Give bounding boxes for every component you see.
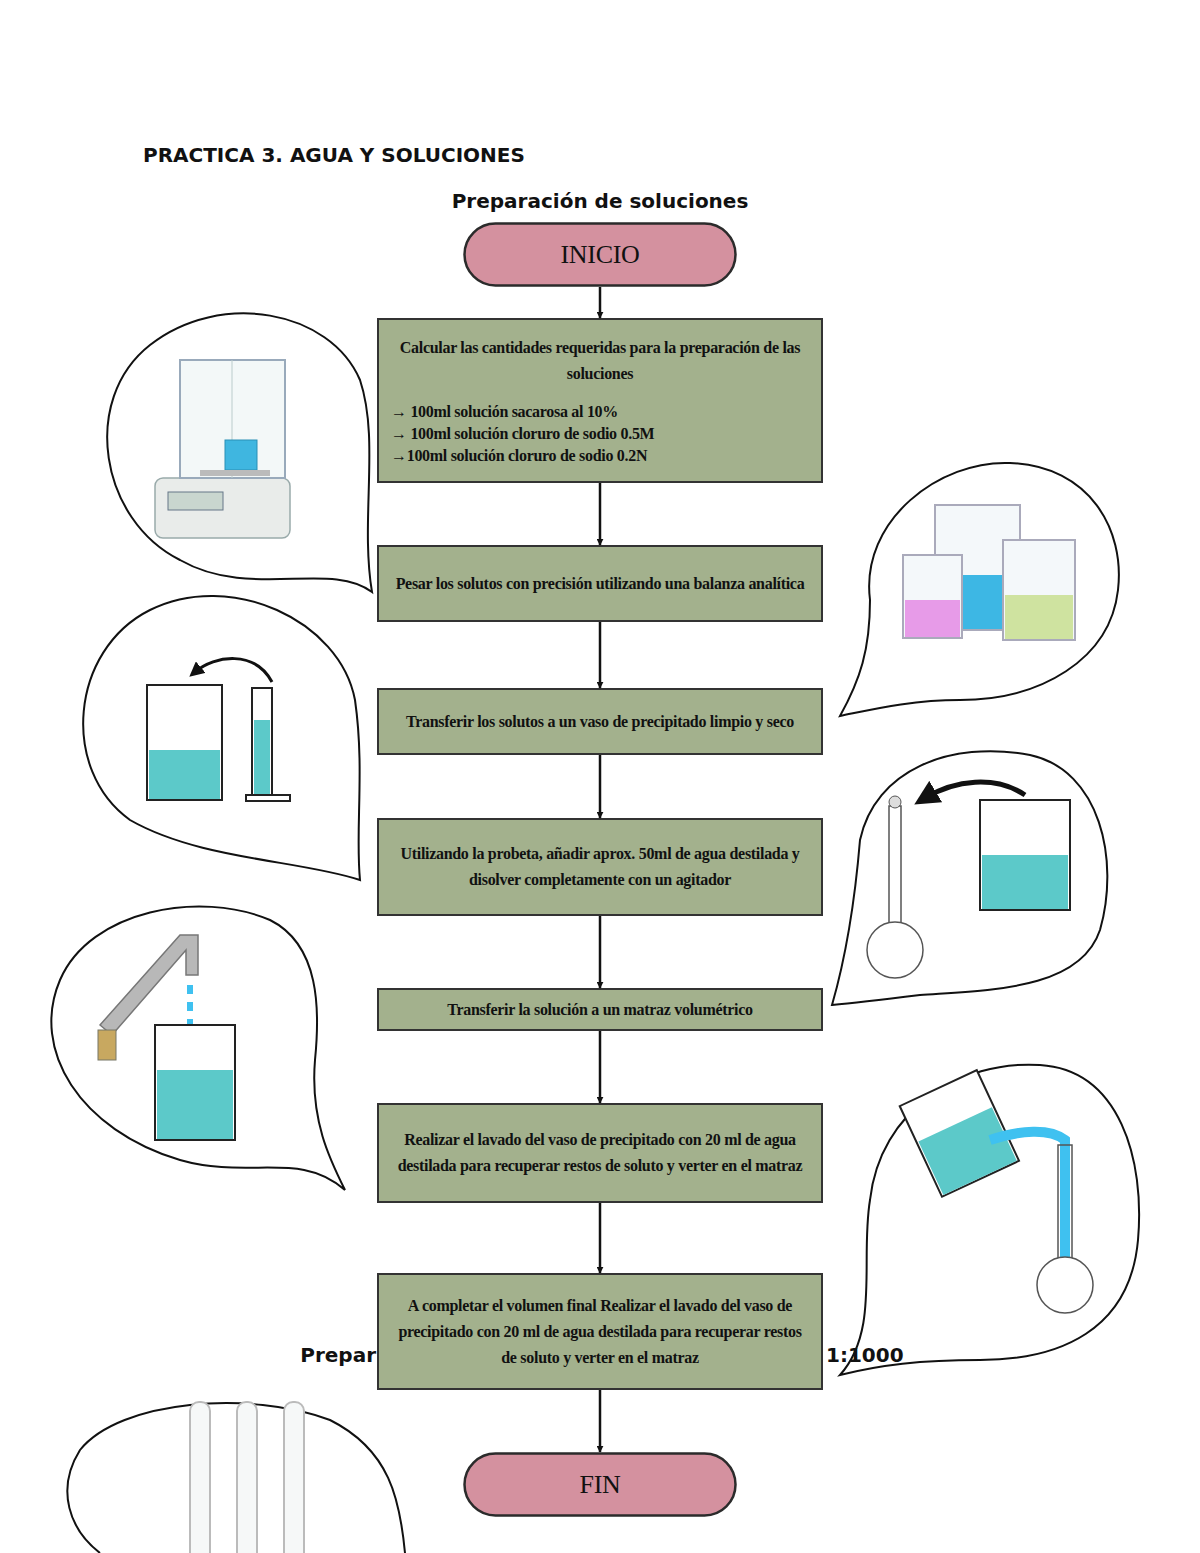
flow-arrow (599, 483, 602, 545)
callout-pouring (840, 1065, 1139, 1375)
step-text: FIN (473, 1470, 727, 1500)
callout-beakers (840, 463, 1119, 716)
callout-faucet-part (155, 1025, 235, 1140)
callout-faucet (51, 907, 345, 1191)
callout-cylinder (83, 596, 360, 880)
callout-beakers-part (840, 463, 1119, 716)
callout-beakers-part (903, 555, 962, 638)
step-text: INICIO (473, 240, 727, 270)
callout-flask-part (925, 782, 1025, 798)
callout-beakers-part (1005, 595, 1073, 639)
flow-arrow (599, 622, 602, 688)
process-box: Pesar los solutos con precisión utilizan… (377, 545, 823, 622)
step-text: A completar el volumen final Realizar el… (391, 1293, 809, 1371)
box-outline (377, 1103, 823, 1203)
callout-balance-part (180, 360, 285, 478)
page-title: PRACTICA 3. AGUA Y SOLUCIONES (143, 143, 525, 167)
callout-pouring-part (990, 1132, 1065, 1262)
callout-faucet-part (157, 1070, 233, 1139)
callout-test-tubes-part (190, 1402, 210, 1553)
callout-cylinder-part (83, 596, 360, 880)
pill-shape (465, 224, 736, 286)
callout-test-tubes-part (237, 1402, 257, 1553)
callout-pouring-part (918, 1107, 1016, 1195)
callout-test-tubes-part (284, 1402, 304, 1553)
callout-balance (107, 313, 372, 592)
callout-flask (832, 751, 1107, 1005)
box-shape (378, 546, 822, 621)
callout-balance-part (200, 470, 270, 476)
flow-arrow (599, 755, 602, 818)
callout-faucet-part (51, 907, 345, 1191)
callout-flask-part (982, 855, 1068, 909)
hidden-heading-fragment: 1:1000 (826, 1343, 904, 1367)
flow-arrow (599, 1390, 602, 1452)
callout-faucet-part (98, 1030, 116, 1060)
callout-faucet-part (100, 935, 198, 1035)
hidden-heading-fragment: Prepar (300, 1343, 376, 1367)
step-text: Realizar el lavado del vaso de precipita… (391, 1127, 809, 1179)
callout-test-tubes (67, 1402, 405, 1553)
callout-flask-part (889, 806, 901, 926)
callout-flask-part (867, 922, 923, 978)
step-text: Transferir la solución a un matraz volum… (391, 997, 809, 1023)
pill-shape (465, 1454, 736, 1516)
callout-pouring-part (840, 1065, 1139, 1375)
step-text: Transferir los solutos a un vaso de prec… (391, 709, 809, 735)
callout-pouring-part (1058, 1145, 1072, 1263)
process-box: Calcular las cantidades requeridas para … (377, 318, 823, 483)
list-item: →100ml solución cloruro de sodio 0.2N (391, 445, 809, 467)
box-shape (378, 819, 822, 915)
flow-arrow (599, 1031, 602, 1103)
box-shape (378, 1274, 822, 1389)
callout-cylinder-part (147, 685, 222, 800)
list-item: → 100ml solución cloruro de sodio 0.5M (391, 423, 809, 445)
flow-arrow (599, 916, 602, 988)
box-outline (377, 818, 823, 916)
box-shape (378, 689, 822, 754)
callout-cylinder-part (195, 659, 272, 682)
callout-beakers-part (905, 600, 960, 637)
callout-faucet-part (187, 985, 193, 994)
callout-cylinder-part (246, 795, 290, 801)
callout-faucet-part (187, 1002, 193, 1011)
subtitle: Preparación de soluciones (0, 189, 1200, 213)
callout-flask-part (980, 800, 1070, 910)
process-box: A completar el volumen final Realizar el… (377, 1273, 823, 1390)
callout-cylinder-part (252, 688, 272, 795)
callout-flask-part (889, 796, 901, 808)
flow-arrow (599, 1203, 602, 1273)
callout-balance-part (225, 440, 257, 470)
process-box: Transferir la solución a un matraz volum… (377, 988, 823, 1031)
callout-balance-part (155, 478, 290, 538)
list-item: → 100ml solución sacarosa al 10% (391, 401, 809, 423)
callout-flask-part (832, 751, 1107, 1005)
terminal-pill: INICIO (463, 222, 737, 287)
callout-balance-part (107, 313, 372, 592)
callout-beakers-part (1003, 540, 1075, 640)
callout-cylinder-part (254, 720, 270, 794)
process-box: Utilizando la probeta, añadir aprox. 50m… (377, 818, 823, 916)
box-shape (378, 1104, 822, 1202)
terminal-pill: FIN (463, 1452, 737, 1517)
flow-arrow (599, 287, 602, 318)
callout-balance-part (168, 492, 223, 510)
box-shape (378, 989, 822, 1030)
callout-pouring-part (1037, 1257, 1093, 1313)
step-text: Pesar los solutos con precisión utilizan… (391, 571, 809, 597)
step-text: Utilizando la probeta, añadir aprox. 50m… (391, 841, 809, 893)
callout-cylinder-part (149, 750, 220, 799)
process-box: Realizar el lavado del vaso de precipita… (377, 1103, 823, 1203)
process-box: Transferir los solutos a un vaso de prec… (377, 688, 823, 755)
box-shape (378, 319, 822, 482)
step-text: Calcular las cantidades requeridas para … (391, 335, 809, 387)
